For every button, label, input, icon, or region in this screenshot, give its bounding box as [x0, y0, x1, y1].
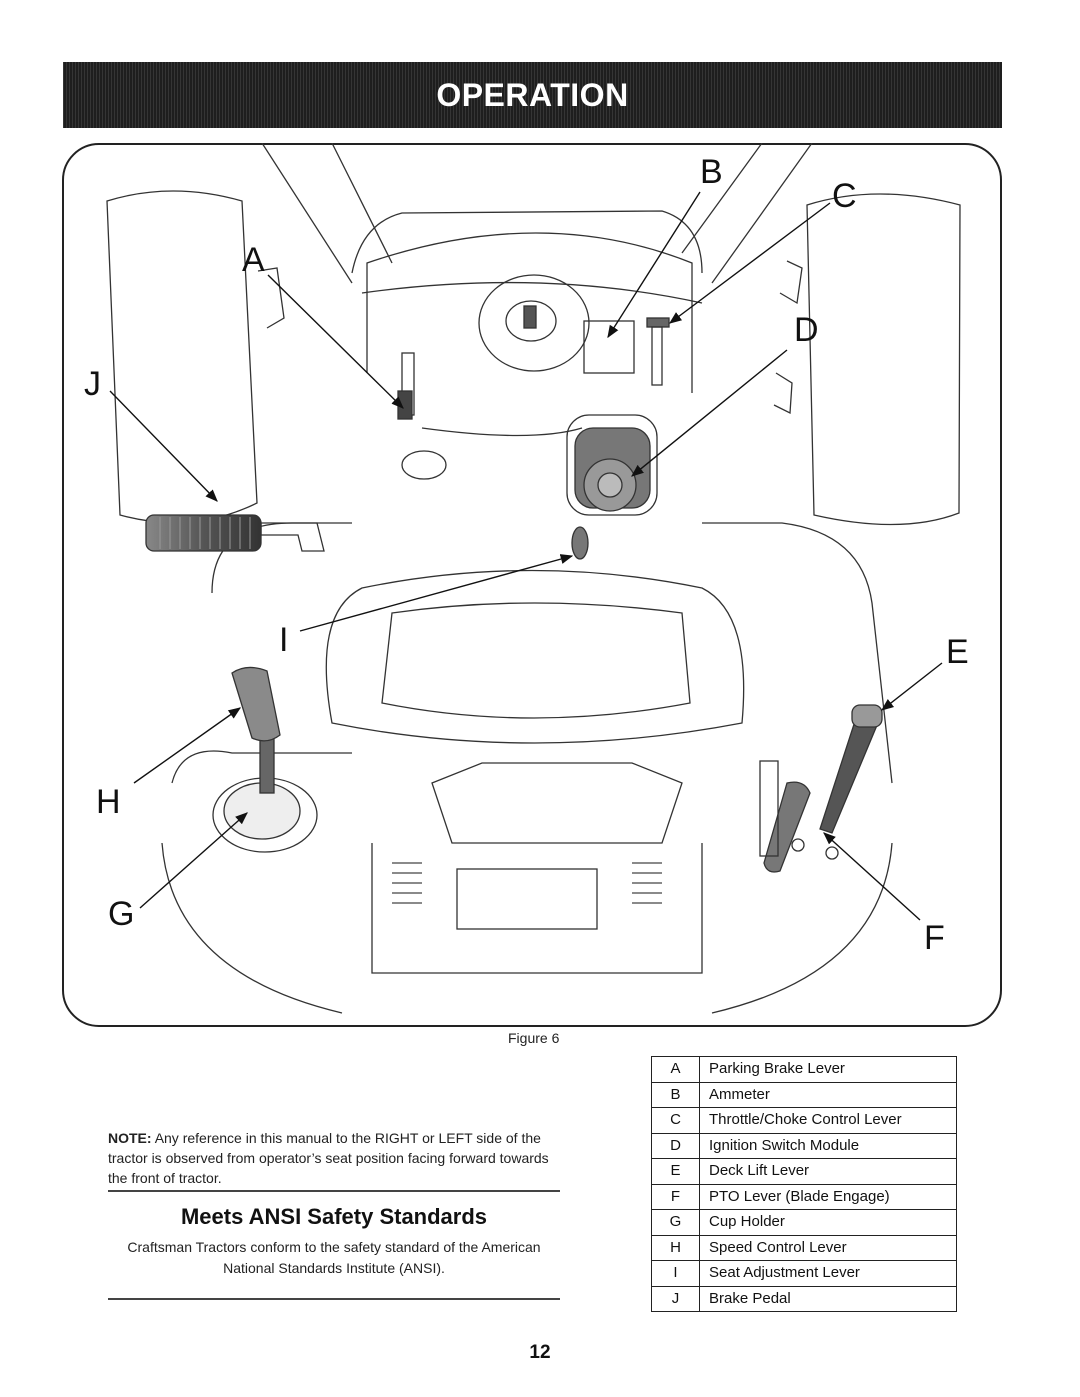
legend-label: Speed Control Lever	[699, 1234, 957, 1261]
figure-frame	[62, 143, 1002, 1027]
legend-key: F	[651, 1183, 700, 1210]
leader-I	[299, 554, 574, 632]
leader-G	[139, 812, 248, 909]
legend-key: B	[651, 1081, 700, 1108]
leader-E	[881, 662, 943, 711]
leader-F	[823, 832, 921, 921]
callout-leaders	[109, 191, 943, 921]
leader-J	[109, 390, 218, 502]
callout-label-H: H	[96, 783, 121, 821]
callout-label-J: J	[84, 365, 101, 403]
legend-key: E	[651, 1158, 700, 1185]
left-tire	[106, 190, 258, 524]
figure-caption: Figure 6	[508, 1030, 560, 1046]
legend-key: C	[651, 1107, 700, 1134]
callout-label-G: G	[108, 895, 134, 933]
divider	[108, 1298, 560, 1300]
legend-label: Ignition Switch Module	[699, 1132, 957, 1159]
leader-A	[267, 274, 404, 409]
callout-label-E: E	[946, 633, 969, 671]
section-header-banner: OPERATION	[63, 62, 1002, 128]
note-block: NOTE: Any reference in this manual to th…	[108, 1128, 560, 1188]
callout-label-B: B	[700, 153, 723, 191]
legend-key: I	[651, 1260, 700, 1287]
legend-label: Deck Lift Lever	[699, 1158, 957, 1185]
leader-C	[668, 202, 831, 324]
right-tire	[806, 193, 961, 526]
leader-B	[607, 191, 701, 339]
legend-label: Seat Adjustment Lever	[699, 1260, 957, 1287]
divider	[108, 1190, 560, 1192]
legend-label: Throttle/Choke Control Lever	[699, 1107, 957, 1134]
callout-label-D: D	[794, 311, 819, 349]
leader-D	[631, 349, 788, 477]
legend-key: A	[651, 1056, 700, 1083]
legend-key: D	[651, 1132, 700, 1159]
legend-key: G	[651, 1209, 700, 1236]
legend-key: H	[651, 1234, 700, 1261]
page-number: 12	[529, 1342, 551, 1363]
section-title: OPERATION	[436, 76, 629, 113]
note-text: Any reference in this manual to the RIGH…	[108, 1130, 549, 1186]
callout-label-C: C	[832, 177, 857, 215]
callout-label-A: A	[242, 241, 265, 279]
legend-key: J	[651, 1285, 700, 1312]
callout-label-I: I	[279, 621, 288, 659]
legend-label: Parking Brake Lever	[699, 1056, 957, 1083]
ansi-text: Craftsman Tractors conform to the safety…	[127, 1239, 541, 1276]
tractor-outline	[106, 143, 961, 1014]
legend-label: Brake Pedal	[699, 1285, 957, 1312]
legend-label: Ammeter	[699, 1081, 957, 1108]
legend-label: Cup Holder	[699, 1209, 957, 1236]
tractor-controls-diagram: A B C D E F G H I J	[62, 143, 1002, 1027]
leader-H	[133, 707, 242, 784]
ansi-heading: Meets ANSI Safety Standards	[180, 1204, 488, 1229]
legend-label: PTO Lever (Blade Engage)	[699, 1183, 957, 1210]
note-label: NOTE:	[108, 1130, 152, 1146]
tractor-controls-figure: A B C D E F G H I J	[62, 143, 1002, 1028]
callout-label-F: F	[924, 919, 945, 957]
